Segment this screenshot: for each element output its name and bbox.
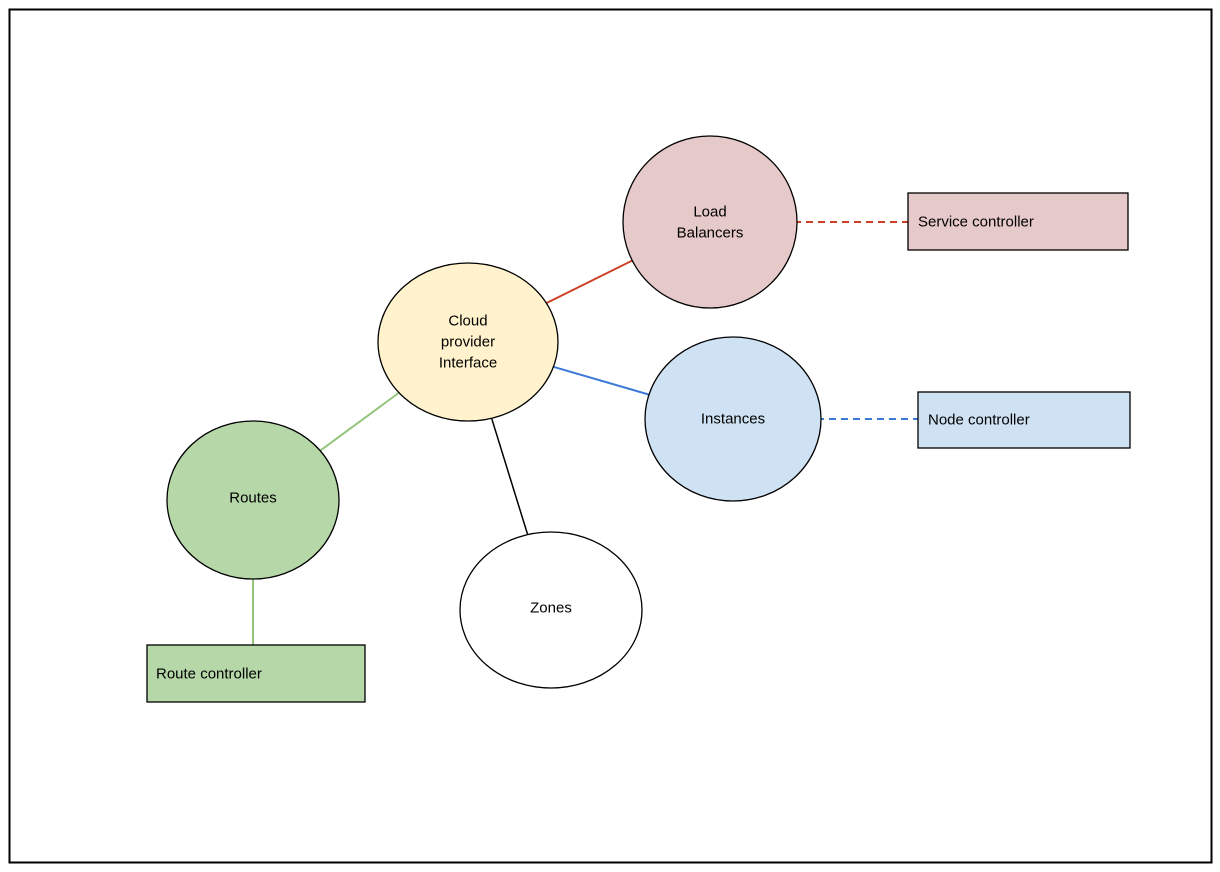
routes-label: Routes	[229, 490, 277, 507]
canvas-border	[8, 8, 1213, 864]
zones-node	[459, 531, 643, 689]
node-controller-label: Node controller	[928, 412, 1030, 429]
service-controller-label: Service controller	[918, 214, 1034, 231]
zones-label: Zones	[530, 600, 572, 617]
load-balancers-node	[622, 135, 798, 309]
route-controller-box	[146, 644, 366, 703]
load-balancers-label-line2: Balancers	[677, 225, 744, 242]
cloud-label-line3: Interface	[439, 355, 497, 372]
node-controller-box	[917, 391, 1131, 449]
cloud-label-line2: provider	[441, 334, 495, 351]
instances-label: Instances	[701, 411, 765, 428]
service-controller-box	[907, 192, 1129, 251]
load-balancers-label-line1: Load	[693, 204, 726, 221]
routes-node	[166, 420, 340, 580]
cloud-label-line1: Cloud	[448, 313, 487, 330]
instances-node	[644, 336, 822, 502]
route-controller-label: Route controller	[156, 666, 262, 683]
cloud-provider-interface-node	[377, 262, 559, 422]
